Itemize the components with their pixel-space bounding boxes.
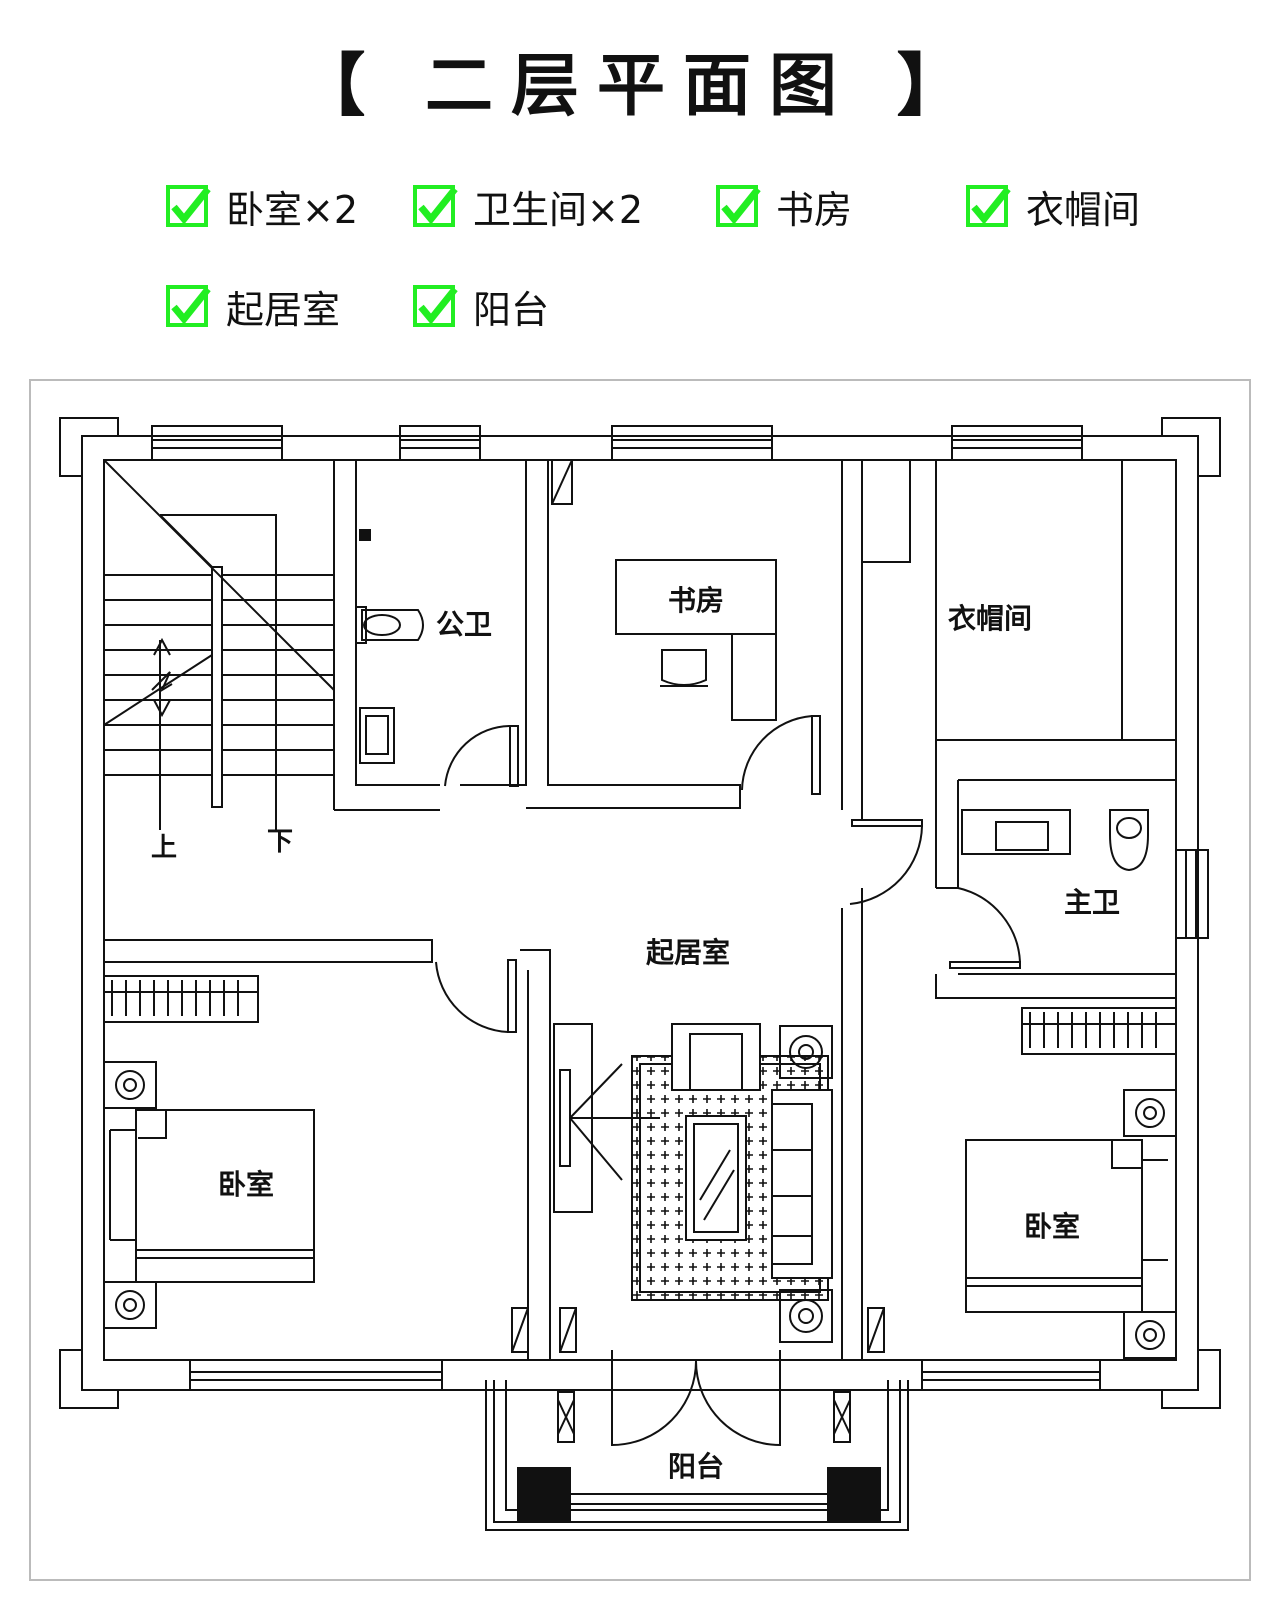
room-label-bedroom-right: 卧室 — [1024, 1210, 1080, 1243]
washbasin-fixture — [359, 529, 395, 764]
nightstands-right — [1123, 1089, 1177, 1359]
wardrobe-left — [103, 975, 259, 1023]
room-label-bedroom-left: 卧室 — [218, 1168, 274, 1201]
checkbox-icon — [966, 185, 1011, 227]
drawing-frame — [29, 379, 1251, 1581]
balcony-railing — [485, 1380, 909, 1531]
windows — [151, 425, 1209, 1391]
room-label-closet: 衣帽间 — [948, 602, 1032, 635]
room-label-living: 起居室 — [646, 936, 730, 969]
bed-right — [965, 1139, 1168, 1313]
feature-item: 卫生间×2 — [413, 180, 643, 232]
feature-label: 卫生间×2 — [473, 187, 644, 232]
stair-down-label: 下 — [267, 827, 293, 857]
checkbox-icon — [166, 185, 211, 227]
checkbox-icon — [413, 185, 458, 227]
master-vanity — [961, 809, 1071, 855]
feature-label: 卧室×2 — [226, 187, 359, 232]
study-desk — [615, 559, 777, 721]
toilet-fixture — [355, 606, 424, 644]
closet-cabinet — [862, 459, 1123, 740]
feature-item: 衣帽间 — [966, 180, 1140, 232]
room-label-master-bath: 主卫 — [1064, 886, 1120, 919]
tv-cabinet — [553, 1023, 660, 1213]
feature-item: 卧室×2 — [166, 180, 358, 232]
doors — [435, 715, 1021, 1447]
nightstands-left — [103, 1061, 157, 1329]
sofa — [771, 1089, 833, 1279]
study-cabinet — [551, 459, 573, 505]
coffee-table — [685, 1115, 747, 1241]
wardrobe-right — [1021, 1007, 1177, 1055]
feature-label: 衣帽间 — [1026, 187, 1141, 232]
feature-item: 阳台 — [413, 280, 549, 332]
room-label-balcony: 阳台 — [668, 1450, 724, 1483]
interior-walls — [104, 460, 1176, 1360]
master-toilet — [1109, 809, 1149, 872]
checkbox-icon — [716, 185, 761, 227]
checkbox-icon — [166, 285, 211, 327]
living-side-tables — [779, 1025, 833, 1343]
feature-label: 起居室 — [226, 287, 341, 332]
feature-item: 书房 — [716, 180, 852, 232]
balcony-columns — [517, 1467, 881, 1521]
checkbox-icon — [413, 285, 458, 327]
corner-columns — [59, 417, 1221, 1409]
feature-item: 起居室 — [166, 280, 340, 332]
bed-left — [109, 1109, 315, 1283]
bottom-cabinets — [511, 1307, 885, 1353]
armchair — [671, 1023, 761, 1091]
stair-up-label: 上 — [151, 833, 177, 863]
room-label-study: 书房 — [668, 584, 724, 617]
page-title: 【 二层平面图 】 — [297, 47, 983, 126]
room-label-public-bath: 公卫 — [436, 608, 492, 641]
staircase — [103, 459, 335, 830]
feature-label: 阳台 — [473, 287, 550, 332]
feature-label: 书房 — [776, 187, 853, 232]
